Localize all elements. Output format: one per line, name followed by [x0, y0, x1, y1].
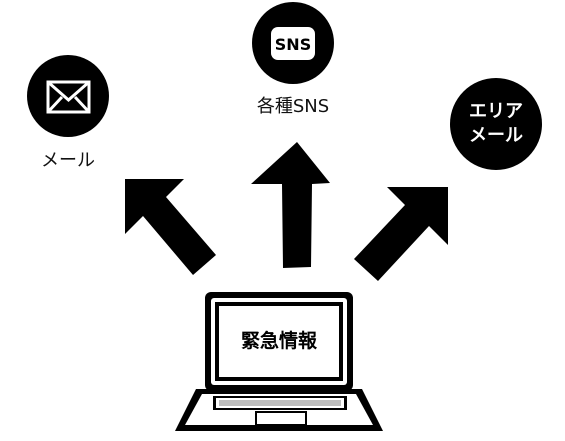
- mail-label: メール: [41, 150, 95, 171]
- screen-text: 緊急情報: [241, 329, 318, 352]
- sns-label: 各種SNS: [256, 96, 330, 117]
- laptop-screen-display: [219, 306, 339, 377]
- area-mail-label-line1: エリア: [469, 101, 523, 122]
- envelope-icon: [46, 80, 91, 114]
- arrow-to-mail: [125, 179, 216, 275]
- arrow-to-sns: [251, 142, 330, 268]
- sns-badge-text: SNS: [275, 35, 311, 54]
- area-mail-label-line2: メール: [469, 125, 523, 146]
- mail-node: [27, 55, 109, 137]
- arrow-to-area-mail: [354, 187, 448, 281]
- mail-circle: [27, 55, 109, 137]
- area-mail-node: エリア メール: [450, 78, 542, 170]
- laptop-keyboard-keys: [219, 400, 341, 406]
- sns-node: SNS: [252, 2, 334, 84]
- sns-badge-icon: SNS: [271, 27, 315, 60]
- laptop-icon: 緊急情報: [175, 292, 383, 431]
- laptop-touchpad: [255, 411, 307, 426]
- area-mail-circle: [450, 78, 542, 170]
